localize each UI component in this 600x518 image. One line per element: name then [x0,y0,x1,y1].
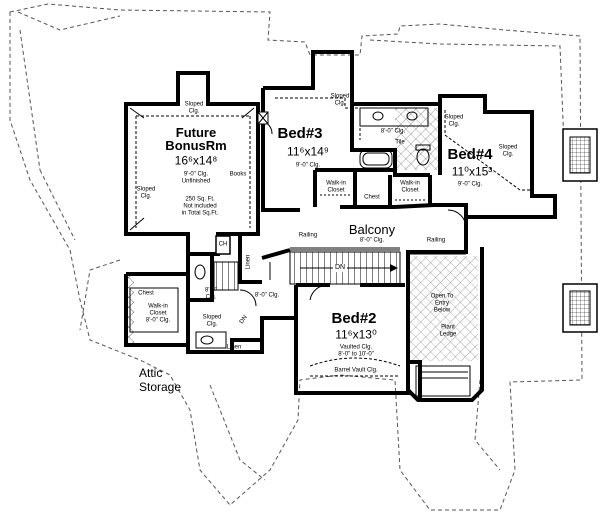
bed3-ceiling: 9'-0" Clg. [295,162,321,169]
bed3-sloped-1: Sloped [330,93,350,100]
stair-down-label: DN [332,264,348,272]
bonus-sloped-left-1: Sloped [136,186,156,193]
chimney-top [562,128,598,182]
bonus-room-note3: in Total Sq.Ft. [181,210,219,217]
bed4-ceiling: 9'-0" Clg. [457,181,483,188]
bed4-sloped-right-1: Sloped [498,144,518,151]
linen-label-1: Linen [245,254,252,270]
bonus-room-name2: BonusRm [165,138,227,154]
balcony-name: Balcony [348,222,396,238]
railing-label-right: Railing [426,237,446,244]
chase-box [215,235,231,255]
bed4-size: 11⁰x15³ [451,164,493,179]
left-chest-label: Chest [138,290,154,297]
plant-ledge-2: Ledge [439,331,457,338]
bed3-size: 11⁶x14⁹ [287,144,329,159]
bed2-name: Bed#2 [331,310,377,328]
bath-clg-left-2: Clg. [205,294,217,301]
bed4-sloped-right-2: Clg. [502,151,514,158]
ch-label: CH [218,241,228,248]
bonus-sloped-top-2: Clg. [188,108,200,115]
bonus-sloped-left-2: Clg. [140,193,152,200]
bonus-room-status: Unfinished [181,178,211,185]
fixtures [129,97,530,397]
open-to-entry-2: Entry [434,300,450,307]
bonus-sloped-top-1: Sloped [184,101,204,108]
bonus-wic-hatch [126,276,134,344]
bonus-room-note2: Not included [183,203,217,210]
left-wic-1: Walk-in [148,303,168,310]
bath-sloped-1: Sloped [202,314,222,321]
bonus-room-size: 16⁶x14⁸ [174,153,218,168]
bed3-wic-label-2: Closet [327,187,345,194]
roof-outline [9,3,583,511]
bonus-room-name1: Future [175,125,217,141]
books-label: Books [229,171,247,178]
bed3-name: Bed#3 [277,125,323,143]
left-wic-2: Closet [149,310,167,317]
attic-label-2: Storage [139,380,182,394]
railing-label-left: Railing [298,232,318,239]
plant-ledge-1: Plant [441,324,455,331]
open-to-entry-3: Below [433,307,451,314]
bath-tile-area [395,108,440,170]
bonus-room-ceiling: 9'-0" Clg. [183,171,209,178]
balcony-ceiling: 8'-0" Clg. [359,237,385,244]
barrel-vault-label: Barrel Vault Clg. [334,367,378,374]
bed4-name: Bed#4 [447,146,493,164]
bed4-sloped-top-1: Sloped [444,114,464,121]
left-wic-clg: 8'-0" Clg. [145,317,171,324]
bed3-chest-label: Chest [364,194,380,201]
bed3-wic-label-1: Walk-in [326,180,346,187]
bath-clg-left-1: 8'-0" [205,287,217,294]
bed4-wic-label-1: Walk-in [400,180,420,187]
open-to-entry-1: Open To [430,293,454,300]
bath-clg-label: 8'-0" Clg. [380,128,406,135]
bed2-size: 11⁶x13⁰ [335,327,377,342]
attic-label-1: Attic [139,366,163,380]
open-to-entry-hatch [408,256,478,361]
bath-tile-label: Tile [395,139,405,146]
linen-label-2: Linen [226,344,242,351]
bonus-room-note1: 250 Sq. Ft. [185,196,215,203]
bed2-ceiling1: Vaulted Clg. [339,344,373,351]
bath-sloped-2: Clg. [206,321,218,328]
bed4-sloped-top-2: Clg. [448,121,460,128]
bed3-sloped-2: Clg. [334,100,346,107]
bed4-wic-label-2: Closet [401,187,419,194]
bed2-ceiling2: 8'-0" to 10'-0" [338,351,374,358]
hall-clg-label: 8'-0" Clg. [254,292,280,299]
chimney-bottom [562,283,598,333]
